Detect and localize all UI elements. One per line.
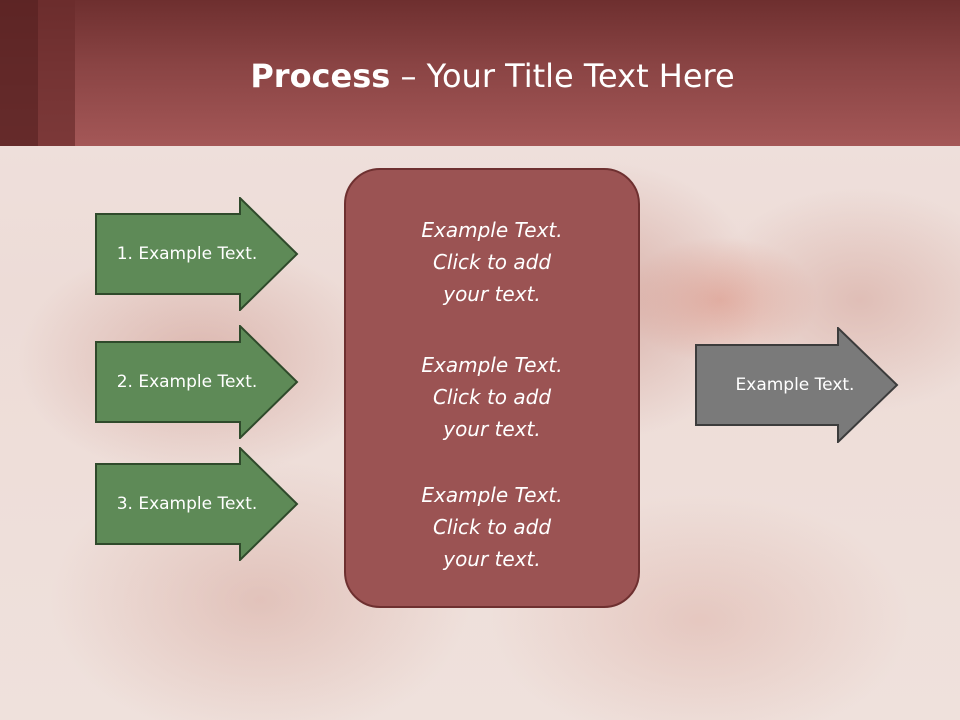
text-block-2: Example Text. Click to add your text. <box>346 349 638 445</box>
title-text: – Your Title Text Here <box>390 57 735 95</box>
text-line: Click to add <box>432 515 552 539</box>
step-arrow-3[interactable]: 3. Example Text. <box>95 447 299 561</box>
step-arrow-1[interactable]: 1. Example Text. <box>95 197 299 311</box>
text-block-3: Example Text. Click to add your text. <box>346 479 638 575</box>
header-accent-stripe <box>0 0 38 146</box>
arrow-shape <box>695 327 899 443</box>
text-line: your text. <box>443 282 541 306</box>
output-label: Example Text. <box>735 375 855 395</box>
header-accent-stripe <box>38 0 75 146</box>
step-label: 1. Example Text. <box>116 244 258 264</box>
title-bar <box>0 0 960 146</box>
slide-title[interactable]: Process – Your Title Text Here <box>75 48 910 104</box>
output-arrow[interactable]: Example Text. <box>695 327 899 443</box>
text-block-1: Example Text. Click to add your text. <box>346 214 638 310</box>
step-label: 2. Example Text. <box>116 372 258 392</box>
text-line: your text. <box>443 547 541 571</box>
arrow-shape <box>95 197 299 311</box>
text-line: Example Text. <box>421 218 563 242</box>
arrow-shape <box>95 325 299 439</box>
title-bold-text: Process <box>250 57 391 95</box>
text-line: Example Text. <box>421 353 563 377</box>
text-line: your text. <box>443 417 541 441</box>
step-label: 3. Example Text. <box>116 494 258 514</box>
center-text-box[interactable]: Example Text. Click to add your text. Ex… <box>344 168 640 608</box>
text-line: Click to add <box>432 250 552 274</box>
text-line: Example Text. <box>421 483 563 507</box>
arrow-shape <box>95 447 299 561</box>
step-arrow-2[interactable]: 2. Example Text. <box>95 325 299 439</box>
text-line: Click to add <box>432 385 552 409</box>
